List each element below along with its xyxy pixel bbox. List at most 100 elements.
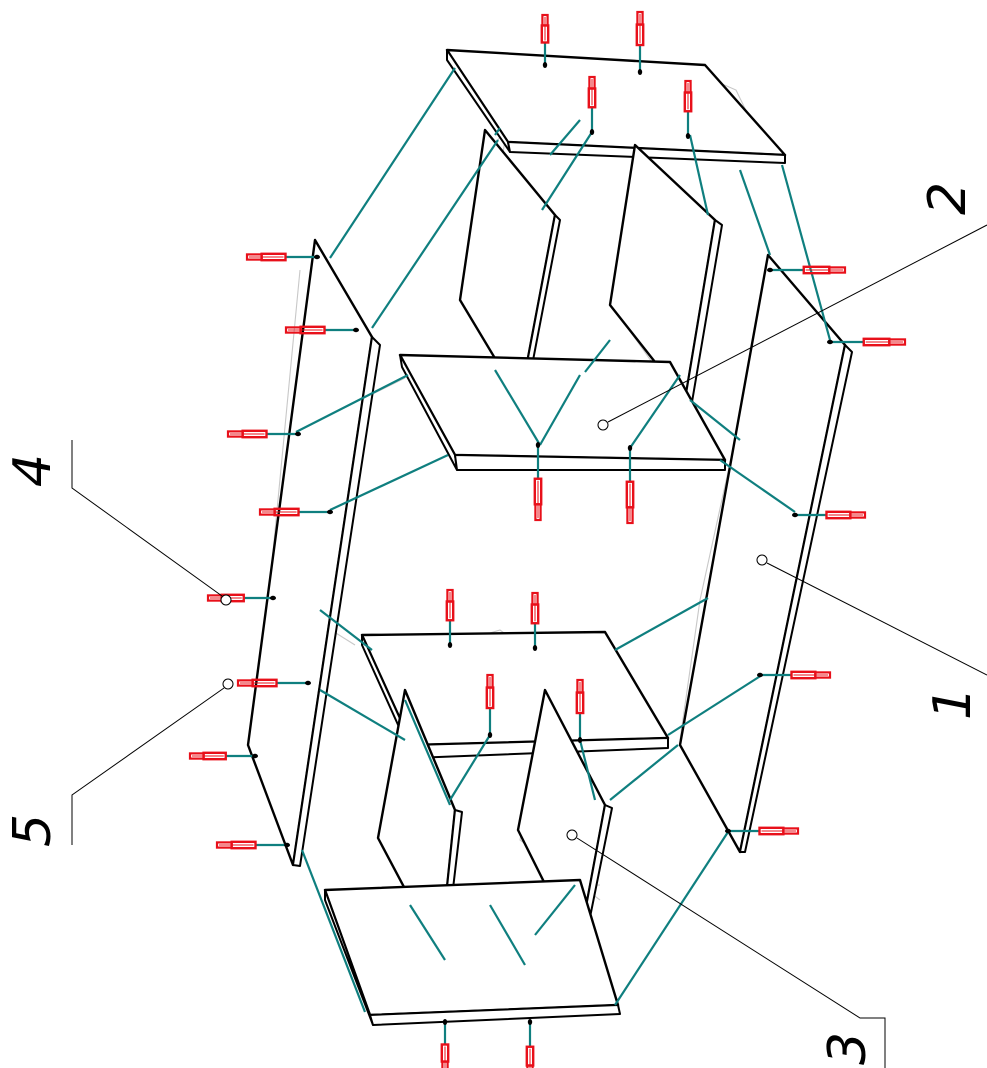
cam-bolt-icon [635,10,645,75]
callout-3-marker [566,829,578,841]
cam-bolt-icon [206,593,276,603]
callout-2-leader [607,224,987,423]
cam-bolt-icon [188,751,258,761]
cam-bolt-icon [587,75,597,135]
dowel-hole-icon [535,442,541,448]
connector-line [539,374,581,446]
connector-line [738,169,772,256]
connector-line [667,674,763,736]
right-side-panel [678,253,853,854]
upper-shelf-panel [398,353,727,471]
connector-line [494,127,501,136]
callout-1-marker [756,554,768,566]
cam-bolt-icon [525,1019,535,1068]
connector-line [549,119,581,156]
callout-5-label: 5 [3,814,63,847]
dowel-hole-icon [314,254,320,260]
connector-line [688,134,710,216]
connector-line [629,374,681,449]
connector-line [449,734,491,801]
connector-line [319,609,373,651]
cam-bolt-icon [236,678,311,688]
dowel-hole-icon [637,69,643,75]
callout-4-label: 4 [3,454,63,487]
dowel-hole-icon [827,339,833,345]
connector-line [609,744,679,801]
connector-line [329,454,449,511]
callout-5: 5 [3,678,234,847]
connector-line [489,904,526,966]
cam-bolt-icon [533,442,543,522]
connector-line [614,597,709,651]
callout-3: 3 [566,829,886,1068]
dowel-hole-icon [487,732,493,738]
dowel-hole-icon [577,737,583,743]
connector-line [719,459,796,513]
dowel-hole-icon [252,753,258,759]
callout-1-leader [766,562,987,676]
callout-2-label: 2 [918,182,978,215]
bottom-end-panel [323,878,621,1026]
connector-line [409,904,446,961]
connector-line [403,699,452,806]
cam-bolt-icon [683,79,693,139]
connector-line [371,139,499,329]
cam-bolt-icon [767,265,847,275]
connector-line [329,67,456,259]
connector-line [584,339,611,373]
dowel-hole-icon [442,1019,448,1025]
dowel-hole-icon [767,267,773,273]
dowel-hole-icon [284,842,290,848]
callout-1: 1 [756,554,987,720]
callout-3-label: 3 [818,1032,878,1065]
dowel-hole-icon [532,645,538,651]
dowel-hole-icon [627,445,633,451]
callout-2: 2 [597,182,987,431]
cam-bolt-icon [440,1019,450,1068]
dowel-hole-icon [542,62,548,68]
connector-line [295,374,409,433]
panels [246,48,853,1026]
dowel-hole-icon [685,133,691,139]
dowel-hole-icon [792,512,798,518]
cam-bolt-icon [226,429,301,439]
cam-bolt-icon [757,670,832,680]
dowel-hole-icon [295,431,301,437]
cam-bolt-icon [258,507,333,517]
connector-line [534,884,576,936]
callout-5-marker [222,678,234,690]
cam-bolt-icon [725,826,800,836]
callout-1-label: 1 [923,687,983,720]
dowel-hole-icon [447,642,453,648]
dowel-hole-icon [589,129,595,135]
cam-bolt-icon [485,673,495,738]
cam-bolt-icon [530,591,540,651]
cam-bolt-icon [284,325,359,335]
cam-bolt-icon [245,252,320,262]
dowel-hole-icon [353,327,359,333]
fasteners [188,10,907,1068]
cam-bolt-icon [215,840,290,850]
dowel-hole-icon [327,509,333,515]
connector-line [541,131,593,211]
callout-2-marker [597,419,609,431]
connector-line [689,399,741,441]
callouts: 1 2 3 4 5 [3,182,987,1068]
top-end-panel [445,48,787,164]
callout-3-leader [576,837,886,1068]
callout-4-leader [71,440,223,597]
callout-4: 4 [3,440,232,606]
dowel-hole-icon [527,1019,533,1025]
callout-4-marker [220,594,232,606]
dowel-hole-icon [757,672,763,678]
connector-lines [295,67,832,1013]
cam-bolt-icon [625,445,635,525]
connector-line [494,369,541,446]
cam-bolt-icon [792,510,867,520]
connector-line [319,689,406,741]
callout-5-leader [71,687,225,845]
cam-bolt-icon [540,13,550,68]
dowel-hole-icon [270,595,276,601]
cam-bolt-icon [827,337,907,347]
